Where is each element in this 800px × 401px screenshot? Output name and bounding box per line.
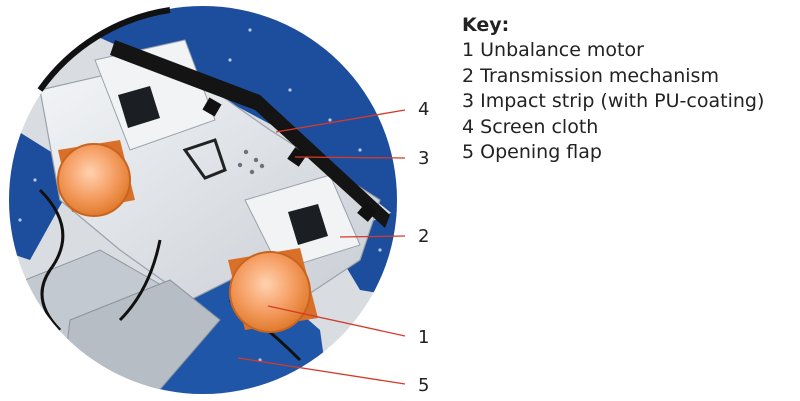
leader-4 xyxy=(275,109,406,133)
rim-shadow xyxy=(37,7,171,92)
callout-3: 3 xyxy=(418,148,429,169)
screen-area-right xyxy=(330,200,397,300)
callout-1: 1 xyxy=(418,327,429,348)
upper-opening xyxy=(118,86,160,128)
cable-center xyxy=(118,239,162,322)
motor-lower xyxy=(228,248,318,333)
legend-key: Key: 1 Unbalance motor 2 Transmission me… xyxy=(462,14,764,166)
key-item-impact-strip: 3 Impact strip (with PU-coating) xyxy=(462,90,765,112)
key-item-screen-cloth: 4 Screen cloth xyxy=(462,115,599,138)
machine-closeup xyxy=(9,6,397,394)
center-bracket xyxy=(182,138,227,180)
key-title: Key: xyxy=(462,14,510,36)
key-item-unbalance-motor: 1 Unbalance motor xyxy=(462,39,644,61)
leader-1 xyxy=(267,305,406,337)
leader-2 xyxy=(339,235,406,238)
cable-left xyxy=(38,188,65,332)
key-item-transmission-mechanism: 2 Transmission mechanism xyxy=(462,64,719,87)
leader-3 xyxy=(294,156,406,159)
key-item-opening-flap: 5 Opening flap xyxy=(462,141,602,163)
callout-2: 2 xyxy=(418,226,429,247)
lower-opening xyxy=(288,204,328,245)
leader-lines xyxy=(237,109,406,385)
callout-5: 5 xyxy=(418,375,429,396)
motor-upper xyxy=(57,140,135,217)
leader-5 xyxy=(237,357,406,385)
impact-strip xyxy=(110,40,390,228)
callout-4: 4 xyxy=(418,99,429,120)
